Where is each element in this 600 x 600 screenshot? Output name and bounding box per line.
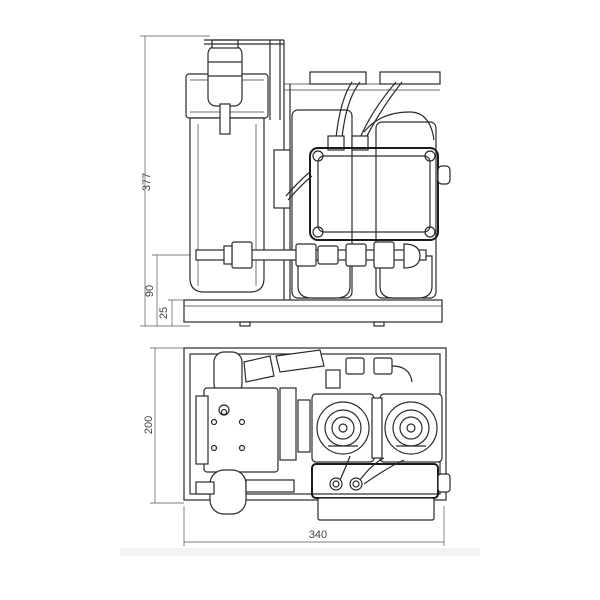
dimension-377: 377	[140, 35, 210, 327]
control-box	[309, 147, 451, 241]
dim-label-25: 25	[158, 307, 170, 319]
cables	[335, 81, 435, 141]
control-box-top	[311, 455, 451, 499]
fitting-4	[373, 241, 395, 269]
top-hose-row	[213, 349, 413, 395]
filter-block	[195, 387, 279, 473]
side-bracket	[273, 149, 313, 209]
base-plate	[183, 299, 443, 327]
dim-label-90: 90	[144, 285, 156, 297]
dimension-200: 200	[143, 347, 184, 504]
cable-gland-left	[327, 135, 345, 151]
floor-band	[120, 548, 480, 556]
dimension-90: 90	[144, 254, 196, 326]
mounting-frame	[204, 39, 440, 300]
top-plate-left	[309, 71, 367, 85]
control-box-plate	[317, 497, 435, 521]
dimension-25: 25	[158, 299, 186, 326]
top-view	[183, 347, 451, 521]
pump-head-right	[379, 393, 443, 463]
fitting-1	[231, 241, 253, 269]
fitting-2	[295, 243, 317, 267]
rail-left	[279, 387, 297, 461]
dimension-340: 340	[183, 506, 445, 546]
dim-label-377: 377	[141, 173, 153, 191]
bottom-hose	[195, 469, 295, 515]
top-plate-right	[379, 71, 441, 85]
pipe-manifold	[195, 241, 427, 269]
pump-head-left	[311, 393, 375, 463]
front-view	[183, 39, 451, 327]
cable-gland-right	[351, 135, 369, 151]
dim-label-200: 200	[143, 416, 155, 434]
fitting-3	[345, 243, 367, 267]
rail-mid	[371, 397, 383, 459]
dim-label-340: 340	[309, 529, 327, 541]
